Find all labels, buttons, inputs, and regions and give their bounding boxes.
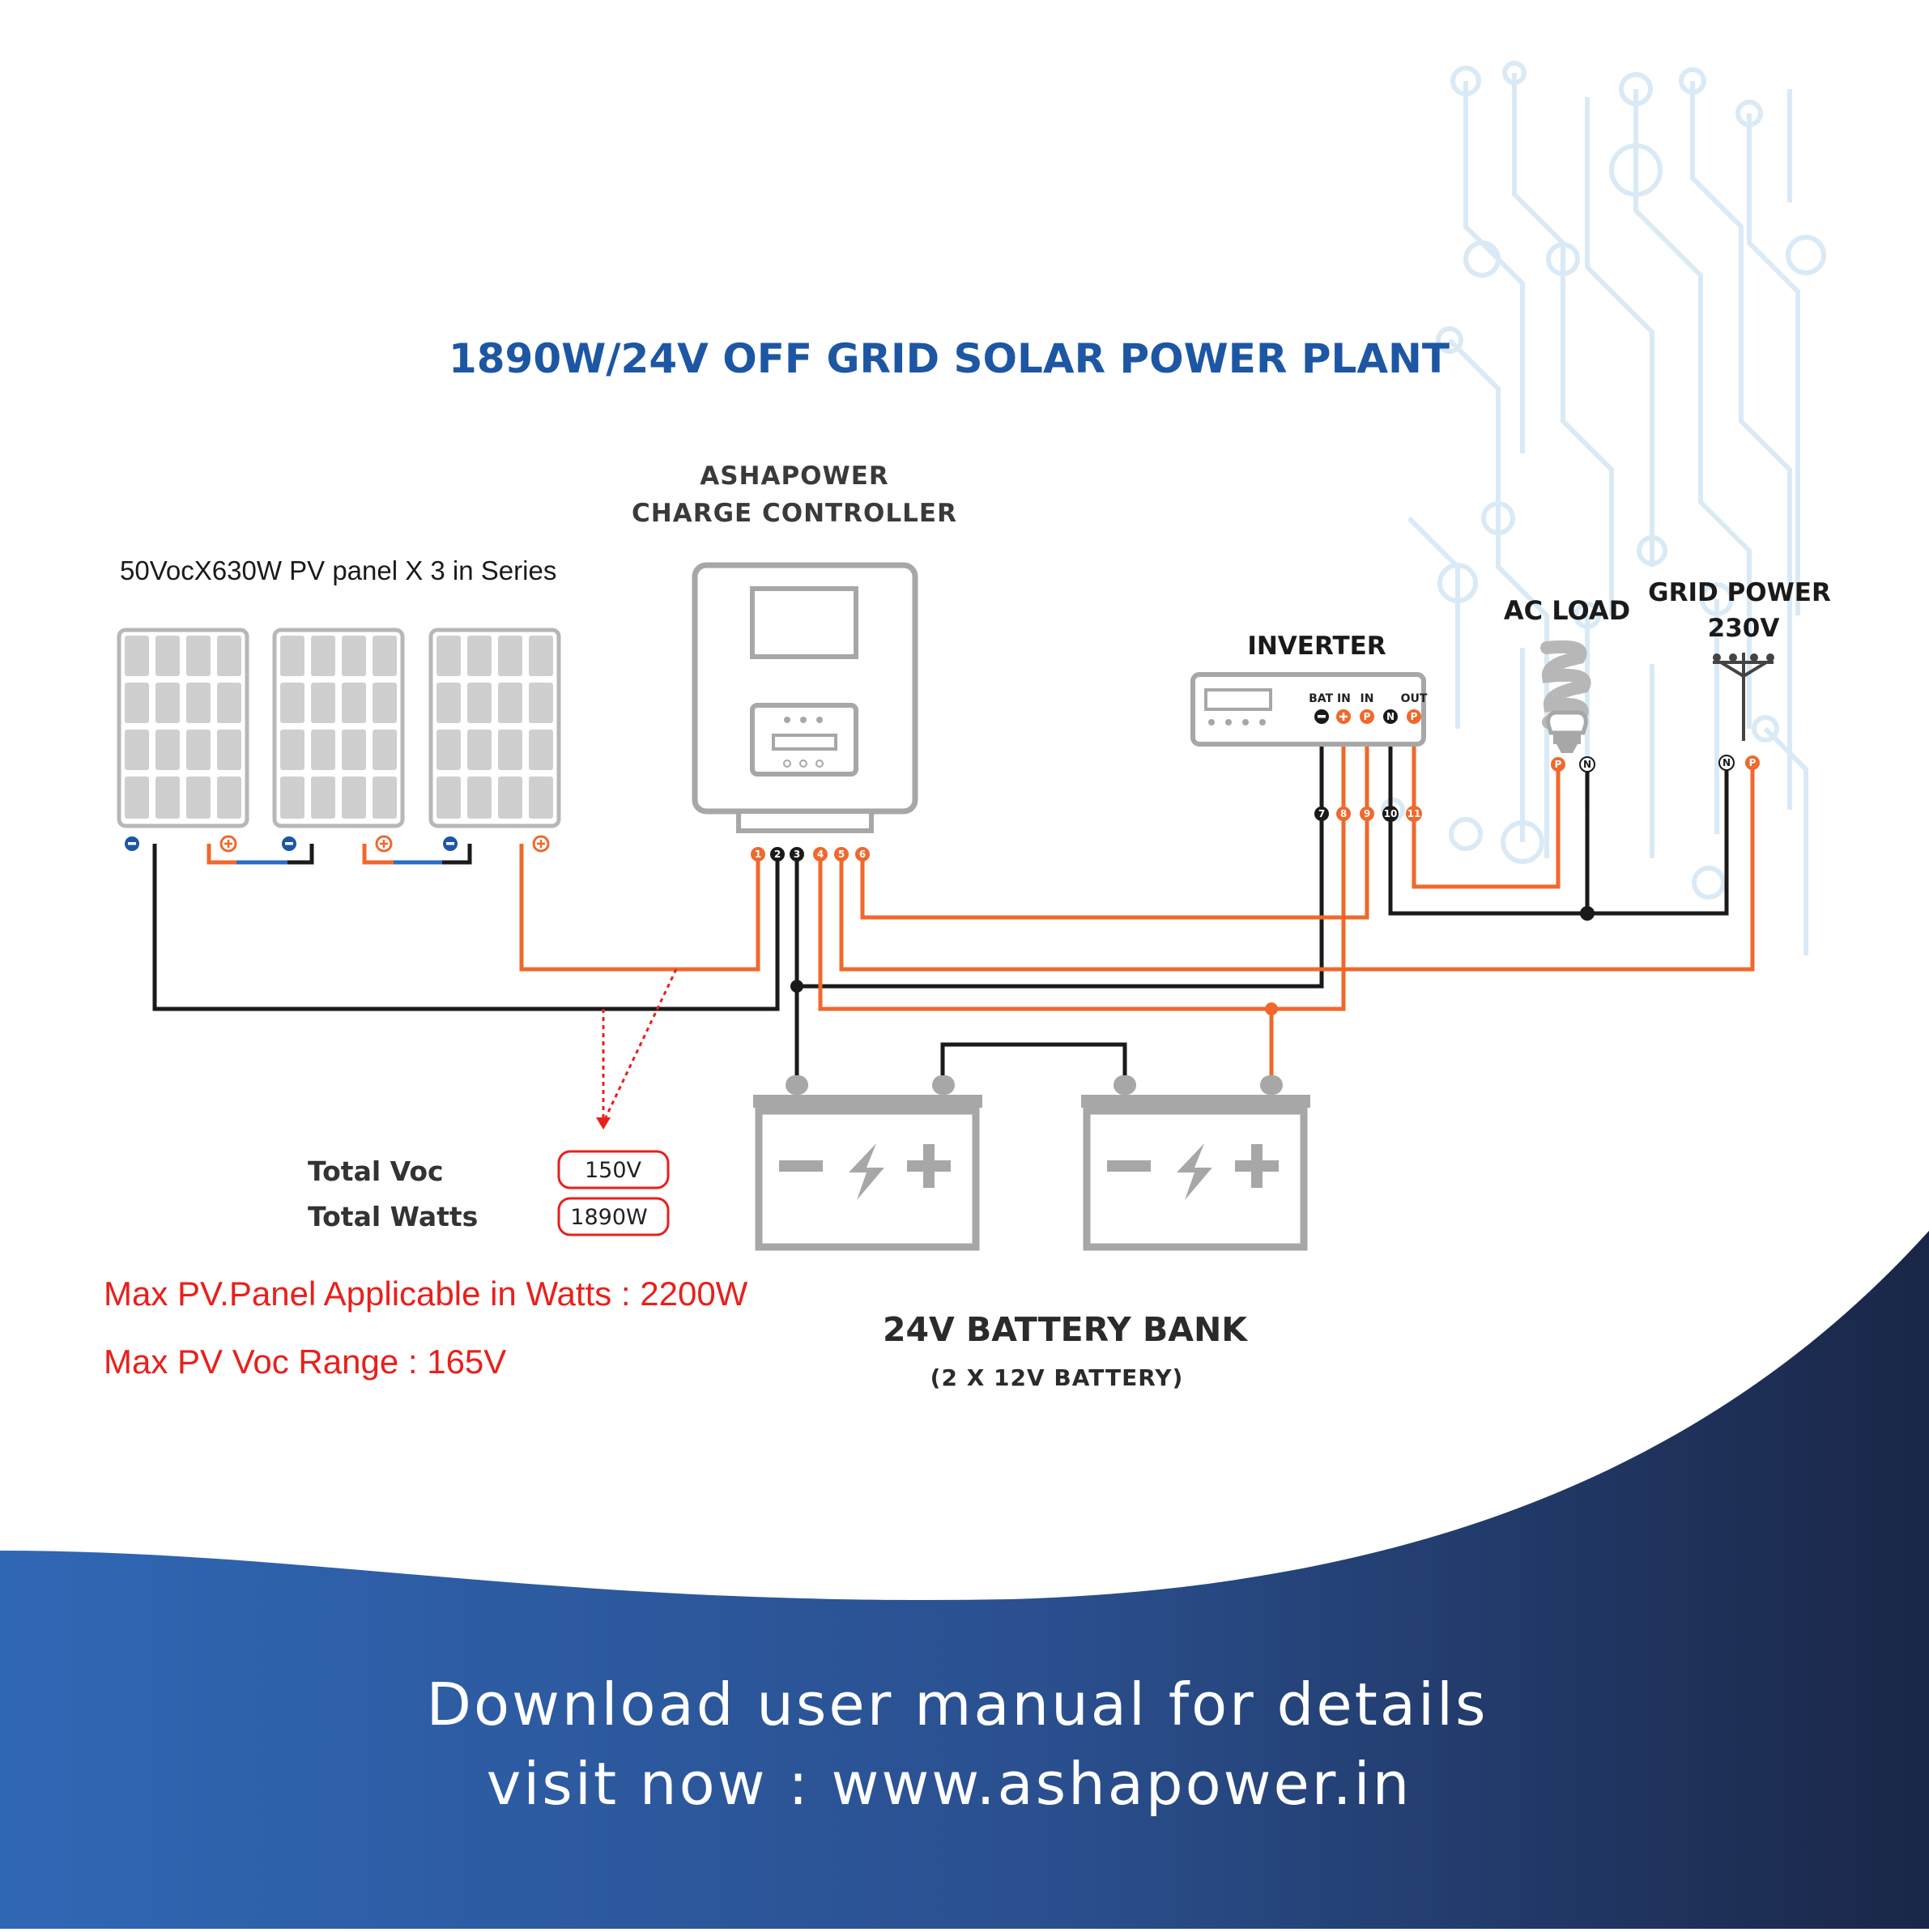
svg-text:P: P <box>1749 757 1757 768</box>
terminal-5: 5 <box>834 847 849 862</box>
battery-bank-label: 24V BATTERY BANK <box>883 1310 1249 1349</box>
terminal-8: 8 <box>1336 806 1351 821</box>
terminal-4: 4 <box>813 847 828 862</box>
svg-text:4: 4 <box>817 849 824 860</box>
svg-text:8: 8 <box>1340 808 1347 819</box>
total-voc-value: 150V <box>585 1158 642 1183</box>
terminal-2: 2 <box>770 847 785 862</box>
utility-pole-icon <box>1713 653 1774 741</box>
solar-panel <box>428 628 561 828</box>
svg-text:2: 2 <box>774 849 781 860</box>
inverter-wire-terminals: 7 8 9 10 11 <box>1314 806 1422 822</box>
battery <box>753 1075 982 1251</box>
max-voc-note: Max PV Voc Range : 165V <box>104 1343 506 1381</box>
total-voc-box <box>557 1150 670 1189</box>
charge-controller <box>692 562 918 833</box>
footer-manual-text: Download user manual for details <box>427 1670 1488 1738</box>
grid-voltage-label: 230V <box>1708 614 1780 643</box>
grid-terminals: N P <box>1718 755 1760 771</box>
inverter-terminals: P N P <box>1314 709 1421 724</box>
ac-load-label: AC LOAD <box>1504 595 1630 626</box>
svg-text:3: 3 <box>794 849 800 860</box>
svg-text:5: 5 <box>838 849 845 860</box>
footer-website-link[interactable]: visit now : www.ashapower.in <box>487 1750 1412 1818</box>
terminal-7: 7 <box>1314 806 1329 821</box>
terminal-10: 10 <box>1382 806 1399 822</box>
svg-text:9: 9 <box>1364 808 1370 819</box>
total-watts-box <box>557 1197 670 1236</box>
callout-arrow <box>602 968 678 1121</box>
load-terminals: P N <box>1551 756 1595 772</box>
svg-text:11: 11 <box>1407 808 1421 819</box>
svg-text:1: 1 <box>755 849 761 860</box>
terminal-11: 11 <box>1406 806 1422 822</box>
page-title: 1890W/24V OFF GRID SOLAR POWER PLANT <box>449 335 1450 382</box>
inverter-label: INVERTER <box>1247 632 1386 661</box>
svg-text:N: N <box>1722 757 1731 768</box>
solar-panel <box>272 628 405 828</box>
svg-text:7: 7 <box>1318 808 1325 819</box>
total-voc-label: Total Voc <box>308 1155 444 1187</box>
svg-text:P: P <box>1555 759 1562 770</box>
controller-label-line2: CHARGE CONTROLLER <box>632 499 957 528</box>
svg-text:P: P <box>1411 711 1418 722</box>
terminal-6: 6 <box>855 847 870 862</box>
svg-text:N: N <box>1386 711 1395 722</box>
terminal-9: 9 <box>1360 806 1374 821</box>
inverter-in-label: IN <box>1361 692 1374 705</box>
grid-power-label: GRID POWER <box>1648 578 1831 607</box>
terminal-3: 3 <box>790 847 804 862</box>
terminal-1: 1 <box>751 847 765 862</box>
inverter <box>1190 672 1426 747</box>
solar-panel <box>117 628 249 828</box>
inverter-bat-in-label: BAT IN <box>1309 692 1351 705</box>
controller-terminals: 1 2 3 4 5 6 <box>751 847 870 862</box>
svg-text:N: N <box>1583 759 1591 770</box>
bulb-icon <box>1540 640 1591 753</box>
total-watts-label: Total Watts <box>308 1201 478 1232</box>
pv-panel-label: 50VocX630W PV panel X 3 in Series <box>120 555 556 585</box>
svg-text:6: 6 <box>859 849 866 860</box>
total-watts-value: 1890W <box>570 1205 647 1230</box>
max-watts-note: Max PV.Panel Applicable in Watts : 2200W <box>104 1275 748 1313</box>
battery-bank-sublabel: (2 X 12V BATTERY) <box>930 1364 1184 1391</box>
controller-label-line1: ASHAPOWER <box>700 462 889 491</box>
arrow-head <box>596 1117 611 1130</box>
footer-wave <box>0 1231 1929 1929</box>
circuit-background <box>1381 61 1826 955</box>
battery <box>1081 1075 1310 1251</box>
svg-text:P: P <box>1364 711 1371 722</box>
panel-terminals <box>125 835 550 853</box>
panel-series-links <box>207 844 472 865</box>
inverter-out-label: OUT <box>1401 692 1428 705</box>
svg-text:10: 10 <box>1384 808 1398 819</box>
